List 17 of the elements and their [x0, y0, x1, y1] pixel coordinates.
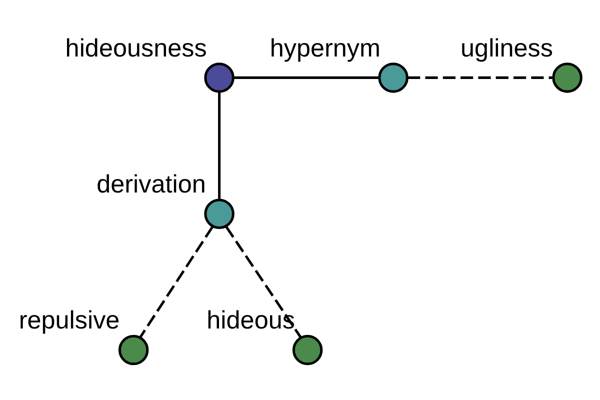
connector — [138, 226, 214, 338]
node-circle — [292, 334, 323, 366]
node-label: hideous — [206, 306, 295, 335]
node-circle — [378, 62, 408, 93]
node-label: derivation — [96, 170, 206, 198]
connector — [218, 92, 221, 200]
node-circle — [552, 62, 582, 93]
node-circle — [204, 198, 234, 229]
node-label: ugliness — [460, 34, 554, 62]
node-label: hideousness — [65, 34, 207, 62]
node-label: repulsive — [18, 306, 120, 335]
node-label: hypernym — [270, 34, 381, 62]
node-circle — [204, 62, 234, 93]
connector — [234, 76, 378, 79]
connector — [408, 76, 552, 79]
node-circle — [118, 334, 149, 366]
connector — [225, 226, 302, 338]
